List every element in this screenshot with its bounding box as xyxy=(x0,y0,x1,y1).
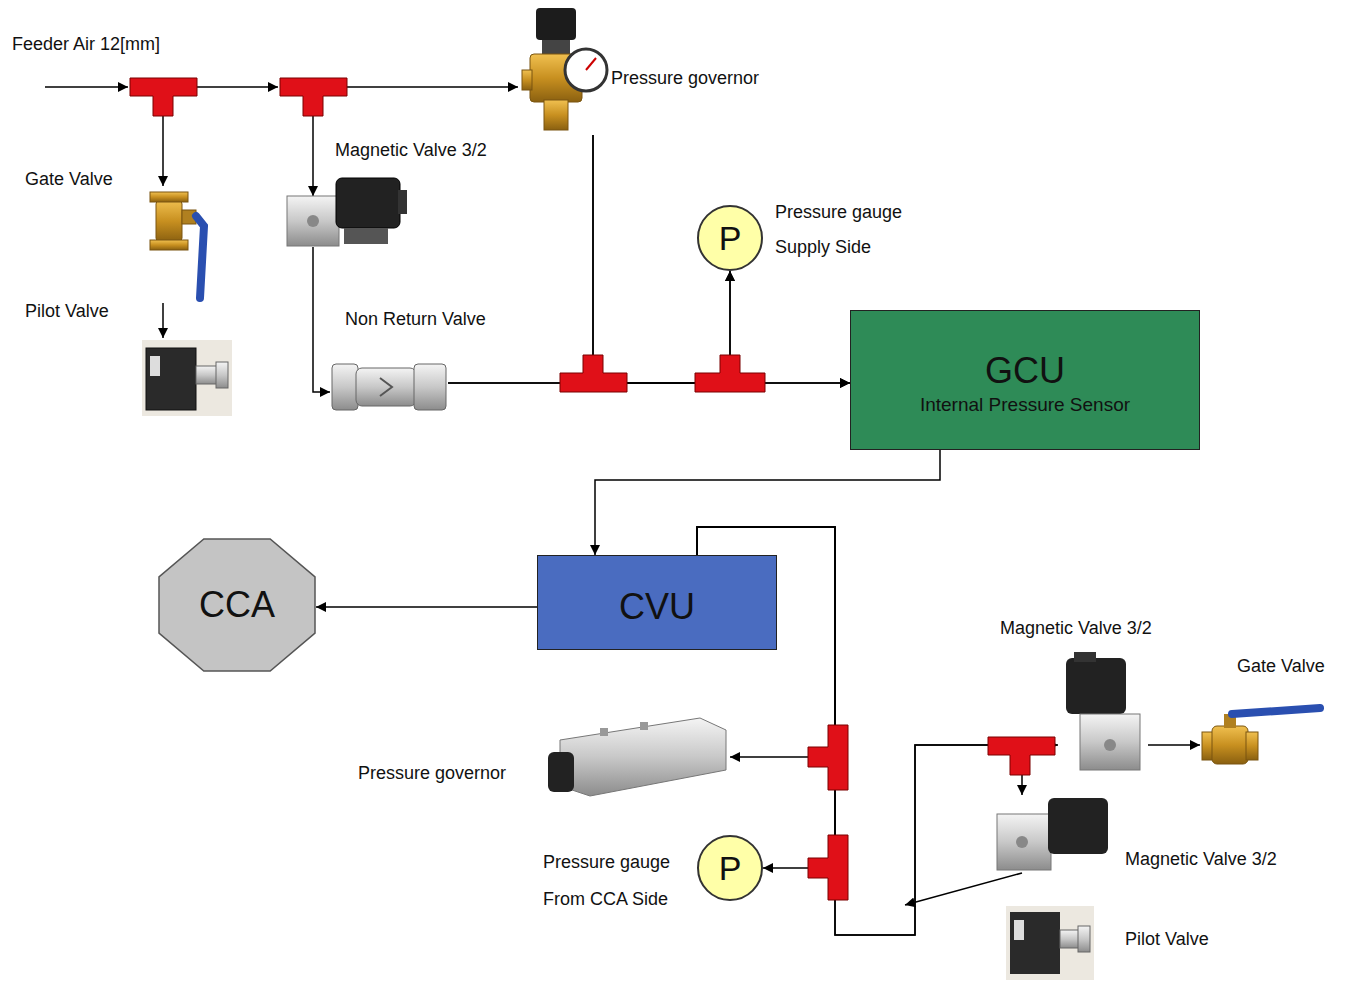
magnetic-valve: Magnetic Valve 3/2 xyxy=(285,175,407,247)
tee-fitting xyxy=(988,737,1055,775)
feeder-line xyxy=(312,116,314,196)
pressure-governor-picture xyxy=(522,8,607,130)
part-label: Gate Valve xyxy=(1237,655,1325,677)
part-label: Magnetic Valve 3/2 xyxy=(335,139,487,161)
feeder-line xyxy=(347,86,518,88)
air-line xyxy=(593,135,850,383)
magnetic-valve-picture xyxy=(1066,652,1140,770)
magnetic-valve: Magnetic Valve 3/2 xyxy=(1058,652,1148,770)
unit-name: CVU xyxy=(619,587,695,627)
tee-fitting xyxy=(808,725,848,790)
pilot-valve-picture xyxy=(142,340,232,416)
non-return-valve-picture xyxy=(332,364,446,410)
feeder-lines xyxy=(45,87,518,196)
air-line xyxy=(905,873,1022,905)
tee-fitting xyxy=(130,78,197,116)
air-line xyxy=(595,450,940,555)
part-label: Magnetic Valve 3/2 xyxy=(1125,848,1277,870)
tee-fitting xyxy=(808,835,848,900)
part-label: Magnetic Valve 3/2 xyxy=(1000,617,1152,639)
pilot-valve: Pilot Valve xyxy=(1005,905,1095,980)
air-line xyxy=(313,247,330,392)
magnetic-valve-picture xyxy=(287,178,407,246)
tee-fitting xyxy=(560,355,627,392)
pilot-valve: Pilot Valve xyxy=(140,338,232,416)
gate-valve-picture xyxy=(1202,708,1320,764)
magnetic-valve: Magnetic Valve 3/2 xyxy=(995,795,1110,873)
unit-note: Internal Pressure Sensor xyxy=(920,393,1130,417)
tee-fitting xyxy=(695,355,765,392)
tee-fitting xyxy=(280,78,347,116)
part-label: Pressure gauge Supply Side xyxy=(775,195,945,265)
gate-valve: Gate Valve xyxy=(1200,700,1325,765)
air-line xyxy=(1148,744,1200,746)
part-label: Pressure gauge From CCA Side xyxy=(543,844,693,918)
part-label: Pressure governor xyxy=(358,762,506,784)
gauge-symbol: P xyxy=(719,220,742,256)
part-label: Gate Valve xyxy=(25,168,113,190)
cvu-box: CVU xyxy=(537,555,777,650)
magnetic-valve-picture xyxy=(997,798,1108,870)
pressure-gauge: PPressure gauge Supply Side xyxy=(697,205,763,271)
gauge-symbol: P xyxy=(719,850,742,886)
gate-valve: Gate Valve xyxy=(148,188,210,303)
feeder-line xyxy=(162,116,164,186)
part-label: Pilot Valve xyxy=(25,300,109,322)
air-line xyxy=(162,303,164,338)
air-line xyxy=(316,606,537,608)
unit-name: GCU xyxy=(985,351,1065,391)
pressure-governor: Pressure governor xyxy=(520,5,608,135)
pressure-governor: Pressure governor xyxy=(545,715,730,800)
feeder-line xyxy=(197,86,278,88)
part-label: Non Return Valve xyxy=(345,308,486,330)
part-label: Pressure governor xyxy=(611,67,759,89)
pressure-gauge: PPressure gauge From CCA Side xyxy=(697,835,763,901)
cca-octagon: CCA xyxy=(158,538,316,672)
gate-valve-picture xyxy=(150,192,204,298)
pilot-valve-picture xyxy=(1006,906,1094,980)
gcu-box: GCUInternal Pressure Sensor xyxy=(850,310,1200,450)
unit-name: CCA xyxy=(199,585,275,625)
supply-label: Feeder Air 12[mm] xyxy=(12,33,160,55)
non-return-valve: Non Return Valve xyxy=(330,360,448,415)
feeder-line xyxy=(45,86,128,88)
part-label: Pilot Valve xyxy=(1125,928,1209,950)
pressure-governor-picture xyxy=(548,718,726,796)
